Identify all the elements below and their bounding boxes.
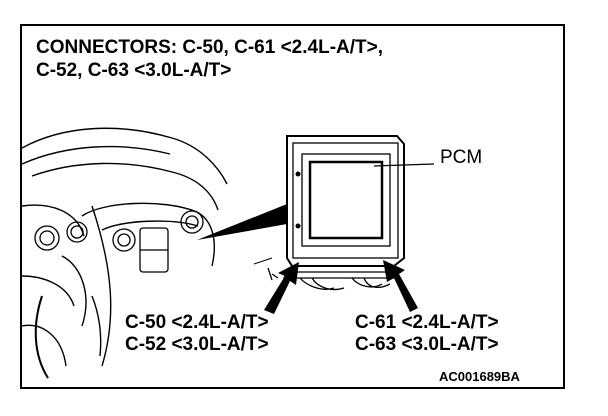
right-connector-line-2: C-63 <3.0L-A/T> xyxy=(355,334,499,355)
left-connector-line-1: C-50 <2.4L-A/T> xyxy=(125,312,269,333)
dashboard-illustration xyxy=(22,127,435,379)
left-connector-line-2: C-52 <3.0L-A/T> xyxy=(125,334,269,355)
dashboard-outline xyxy=(22,127,228,367)
left-connector-label: C-50 <2.4L-A/T> C-52 <3.0L-A/T> xyxy=(125,312,269,356)
title-line-2: C-52, C-63 <3.0L-A/T> xyxy=(36,60,232,81)
right-connector-label: C-61 <2.4L-A/T> C-63 <3.0L-A/T> xyxy=(355,312,499,356)
air-vents xyxy=(34,210,204,273)
pcm-leader-line xyxy=(373,163,435,167)
location-pointer xyxy=(197,204,287,240)
steering-wheel-arc xyxy=(34,295,49,379)
diagram-title: CONNECTORS: C-50, C-61 <2.4L-A/T>, C-52,… xyxy=(36,36,383,82)
pcm-label: PCM xyxy=(440,147,483,168)
left-connector-arrow xyxy=(264,262,299,314)
title-line-1: CONNECTORS: C-50, C-61 <2.4L-A/T>, xyxy=(36,37,384,58)
figure-code: AC001689BA xyxy=(439,369,520,384)
diagram-frame: CONNECTORS: C-50, C-61 <2.4L-A/T>, C-52,… xyxy=(20,24,565,389)
pcm-module xyxy=(286,135,405,267)
right-connector-arrow xyxy=(383,260,418,312)
right-connector-line-1: C-61 <2.4L-A/T> xyxy=(355,312,499,333)
